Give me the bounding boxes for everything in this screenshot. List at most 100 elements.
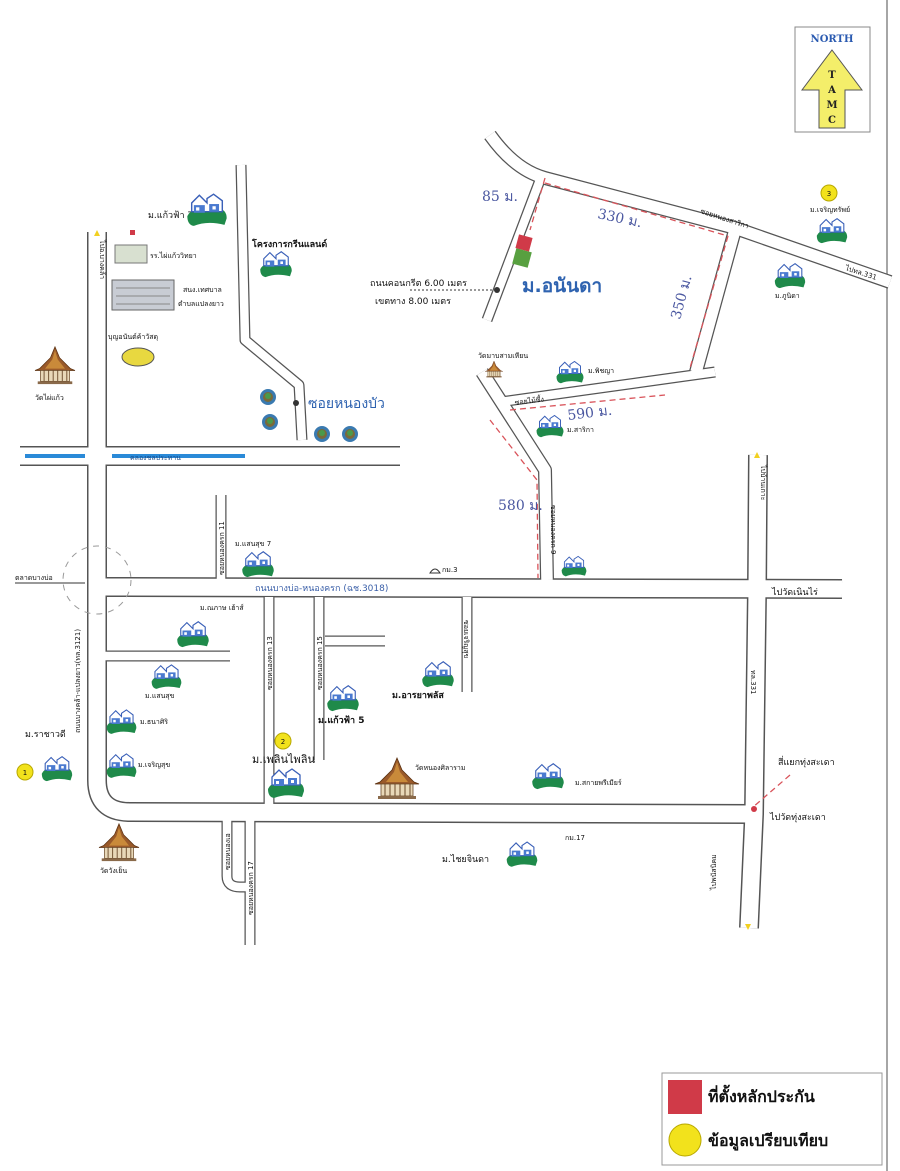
road-network	[20, 130, 893, 945]
road-label-main-left: ถนนบางคล้า-แปลงยาว(ทล.3121)	[74, 629, 82, 733]
label-wat-wangyen: วัดวังเย็น	[100, 866, 127, 875]
label-wat-nongsila: วัดหนองศิลาราม	[415, 764, 465, 772]
village-icon	[262, 414, 278, 430]
comparable-marker-1[interactable]: 1	[16, 763, 34, 781]
comparable-2-name: ม.เพลินไพลิน	[252, 753, 316, 766]
km-post-icon	[429, 568, 441, 574]
label-saensuk7: ม.แสนสุข 7	[235, 540, 271, 548]
house-icon	[506, 841, 538, 868]
label-araya: ม.อารยาพลัส	[392, 690, 444, 701]
collateral-site[interactable]	[512, 234, 533, 268]
legend-comparable-swatch	[668, 1123, 702, 1157]
label-phunida: ม.ภูนิดา	[775, 292, 800, 300]
comparable-marker-3[interactable]: 3	[820, 184, 838, 202]
junction-marker	[751, 806, 757, 812]
road-label-to-bankoh: ไปบ้านเกาะ	[759, 464, 768, 501]
road-label-to-phanat: ไปพนัสนิคม	[709, 854, 718, 891]
legend-comparable-label: ข้อมูลเปรียบเทียบ	[708, 1131, 828, 1152]
distance-85: 85 ม.	[482, 189, 518, 205]
label-kaewfa5: ม.แก้วฟ้า 5	[318, 715, 364, 726]
comparable-3-name: ม.เจริญทรัพย์	[810, 206, 850, 214]
label-wat-phaikaew: วัดไผ่แก้ว	[35, 393, 64, 402]
label-soi-nongbua: ซอยหนองบัว	[308, 396, 385, 412]
label-phitchaya: ม.พิชญา	[588, 367, 614, 375]
temple-icon	[98, 823, 140, 862]
distance-580: 580 ม.	[498, 498, 543, 514]
distance-lines	[489, 177, 791, 809]
road-label-to-wat-thungsadao: ไปวัดทุ่งสะเดา	[769, 812, 826, 823]
arrow-down-icon	[745, 924, 751, 930]
store-icon	[121, 347, 155, 367]
label-wat-mab: วัดมาบสามเหียน	[478, 352, 528, 360]
label-house-chan: ม.ณภาษ เฮ้าส์	[200, 604, 244, 612]
north-arrow-icon	[801, 49, 863, 129]
comparable-number: 1	[23, 769, 27, 777]
arrow-up-icon	[754, 452, 760, 458]
north-compass: NORTH T A M C	[794, 26, 871, 133]
comparable-1-name: ม.ราชาวดี	[25, 729, 66, 740]
village-icon	[314, 426, 330, 442]
road-label-soi-a: ซอยหนองเอ	[224, 833, 232, 870]
label-office-1: สนง.เทศบาล	[183, 286, 222, 294]
label-thanasiri: ม.ธนาศิริ	[140, 718, 168, 726]
temple-icon	[34, 346, 76, 385]
comparable-number: 3	[827, 190, 831, 198]
legend-collateral-swatch	[668, 1080, 702, 1114]
road-label-soi-nongkhrok9: ซอยหนองครก 9	[549, 505, 557, 554]
label-junction: สี่แยกทุ่งสะเดา	[778, 755, 835, 768]
compass-letter: C	[828, 115, 836, 126]
house-icon	[259, 251, 293, 278]
village-icon	[260, 389, 276, 405]
road-note-width: เขตทาง 8.00 เมตร	[375, 297, 451, 307]
road-label-soi-nongkhrok15: ซอยหนองครก 15	[316, 636, 324, 690]
house-icon	[151, 664, 182, 690]
label-greenland: โครงการกรีนแลนด์	[251, 238, 327, 250]
road-label-to-wat-noenrai: ไปวัดเนินไร่	[771, 587, 818, 598]
house-icon	[556, 361, 584, 384]
road-label-soi-nongkhrok13: ซอยหนองครก 13	[266, 636, 274, 690]
junction-circle	[62, 545, 132, 615]
office-building-icon	[111, 279, 175, 311]
compass-letter: A	[827, 85, 836, 96]
label-school: รร.ไผ่แก้ววิทยา	[150, 251, 197, 260]
house-icon	[41, 756, 73, 782]
house-icon	[816, 218, 848, 244]
house-icon	[186, 193, 228, 227]
label-market: ตลาดบางบ่อ	[15, 574, 53, 582]
arrow-up-icon	[94, 230, 100, 236]
comparable-marker-2[interactable]: 2	[274, 732, 292, 750]
subject-name: ม.อนันดา	[522, 275, 602, 297]
road-label-to-bangkhla: ไปอ.บางคล้า	[98, 239, 107, 279]
village-icon	[342, 426, 358, 442]
label-sarika: ม.สาริกา	[567, 426, 594, 434]
road-label-main-horizontal: ถนนบางบ่อ-หนองครก (ฉช.3018)	[255, 584, 388, 594]
label-canal: คลองชลประทาน	[130, 454, 181, 462]
road-label-soi-charoensuk: ซอยเจริญสุข	[462, 620, 470, 659]
label-chaijinda: ม.ไชยจินดา	[442, 854, 489, 865]
road-label-hwy331: ทล.331	[749, 670, 757, 695]
pointer-dot	[494, 287, 500, 293]
road-note-concrete: ถนนคอนกรีต 6.00 เมตร	[370, 278, 467, 289]
distance-350: 350 ม.	[668, 274, 695, 321]
distance-590: 590 ม.	[567, 403, 613, 424]
house-icon	[106, 753, 137, 779]
house-icon	[421, 661, 455, 688]
house-icon	[241, 551, 275, 578]
label-km3: กม.3	[442, 566, 458, 574]
school-icon	[114, 230, 148, 264]
house-icon	[176, 621, 210, 648]
house-icon	[561, 555, 587, 577]
house-icon	[106, 709, 137, 735]
road-label-soi-nongkhrok11: ซอยหนองครก 11	[218, 521, 226, 575]
pointer-dot	[293, 400, 299, 406]
house-icon	[531, 763, 565, 790]
compass-letter: T	[828, 70, 836, 81]
label-saensuk: ม.แสนสุข	[145, 692, 175, 700]
north-label: NORTH	[811, 34, 854, 45]
comparable-number: 2	[281, 738, 285, 746]
compass-letter: M	[826, 100, 837, 111]
temple-icon	[374, 757, 420, 800]
house-icon	[326, 685, 360, 712]
road-label-soi-b: ซอยหนองครก 17	[247, 861, 255, 915]
